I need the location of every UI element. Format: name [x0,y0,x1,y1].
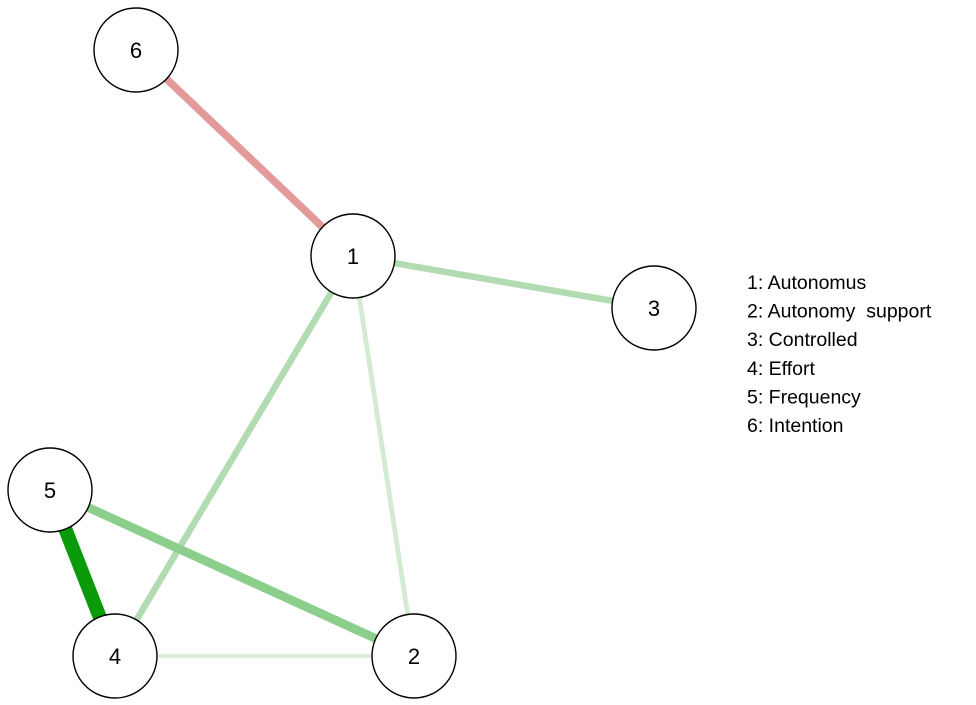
node-circle-5 [7,447,93,533]
legend-item-2: 2: Autonomy support [747,301,932,323]
node-5: 5 [7,447,93,533]
node-3: 3 [611,265,697,351]
node-label-2: 2 [408,644,420,669]
node-label-3: 3 [648,296,660,321]
edge-1-4 [112,254,356,658]
legend: 1: Autonomus 2: Autonomy support 3: Contro… [747,272,932,437]
node-label-4: 4 [109,644,121,669]
node-1: 1 [310,213,396,299]
node-label-6: 6 [130,38,142,63]
node-circle-2 [371,613,457,699]
edge-1-2 [350,255,417,657]
legend-item-1: 1: Autonomus [747,272,866,294]
node-circle-3 [611,265,697,351]
node-4: 4 [72,613,158,699]
legend-item-3: 3: Controlled [747,329,858,351]
legend-item-5: 5: Frequency [747,386,861,408]
node-circle-6 [93,7,179,93]
edge-1-3 [352,252,655,312]
node-circle-1 [310,213,396,299]
edge-6-1 [133,47,356,259]
nodes-layer: 1 2 3 4 5 6 [7,7,697,699]
node-2: 2 [371,613,457,699]
node-circle-4 [72,613,158,699]
node-label-5: 5 [44,478,56,503]
legend-item-6: 6: Intention [747,415,844,437]
node-label-1: 1 [347,244,359,269]
edge-5-2 [48,485,416,661]
legend-item-4: 4: Effort [747,358,816,380]
edges-layer [43,47,655,661]
node-6: 6 [93,7,179,93]
